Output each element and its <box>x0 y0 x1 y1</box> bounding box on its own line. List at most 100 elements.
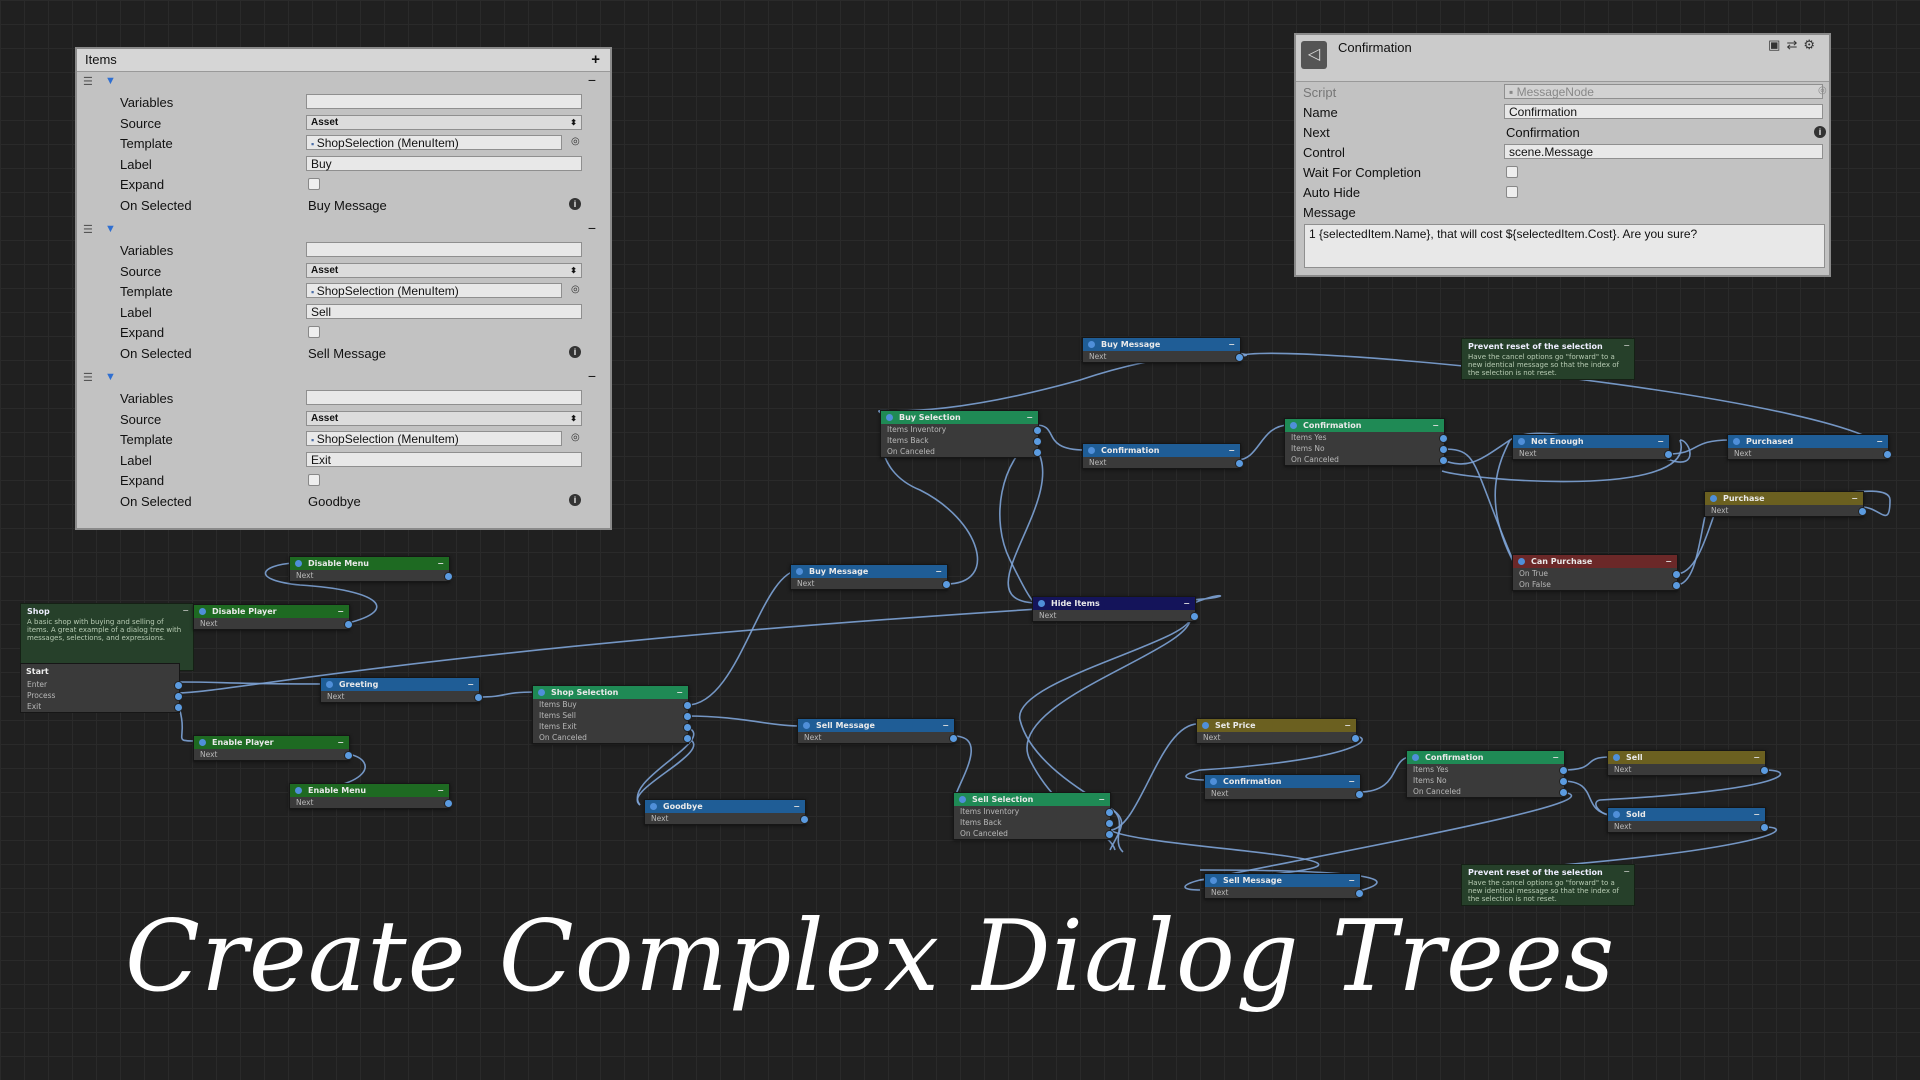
port-connector[interactable] <box>1105 819 1114 828</box>
info-icon[interactable]: i <box>569 197 581 210</box>
node-port[interactable]: Next <box>1608 764 1769 775</box>
port-connector[interactable] <box>1105 808 1114 817</box>
remove-item-button[interactable]: − <box>587 368 596 384</box>
node-port[interactable]: Items Back <box>881 435 1042 446</box>
node-port[interactable]: Next <box>791 578 951 589</box>
collapse-icon[interactable]: − <box>1623 341 1630 350</box>
shop-note[interactable]: Shop − A basic shop with buying and sell… <box>20 603 194 671</box>
port-connector[interactable] <box>1672 581 1681 590</box>
port-connector[interactable] <box>174 681 183 690</box>
buy-selection-node[interactable]: Buy Selection− Items Inventory Items Bac… <box>880 410 1042 458</box>
node-port[interactable]: On False <box>1513 579 1681 590</box>
preset-icon[interactable]: ⇄ <box>1786 37 1804 52</box>
port-connector[interactable] <box>1559 766 1568 775</box>
node-port[interactable]: On Canceled <box>533 732 692 743</box>
drag-handle-icon[interactable]: ☰ <box>83 224 93 236</box>
label-field[interactable]: Exit <box>306 451 582 467</box>
confirmation-selection-node[interactable]: Confirmation− Items Yes Items No On Canc… <box>1284 418 1448 466</box>
port-connector[interactable] <box>1351 734 1360 743</box>
node-port[interactable]: Items Yes <box>1407 764 1568 775</box>
object-picker-icon[interactable]: ◎ <box>571 284 580 295</box>
node-port[interactable]: Exit <box>21 701 183 712</box>
node-port[interactable]: On Canceled <box>881 446 1042 457</box>
expand-checkbox[interactable] <box>308 474 320 486</box>
variables-field[interactable] <box>306 94 582 109</box>
collapse-icon[interactable]: − <box>1552 753 1559 762</box>
port-connector[interactable] <box>1355 889 1364 898</box>
collapse-icon[interactable]: − <box>1851 494 1858 503</box>
port-connector[interactable] <box>444 799 453 808</box>
expand-triangle-icon[interactable]: ▼ <box>105 75 116 87</box>
port-connector[interactable] <box>1033 426 1042 435</box>
node-port[interactable]: Next <box>194 618 353 629</box>
collapse-icon[interactable]: − <box>337 607 344 616</box>
hide-items-node[interactable]: Hide Items− Next <box>1032 596 1199 622</box>
collapse-icon[interactable]: − <box>437 786 444 795</box>
port-connector[interactable] <box>1439 434 1448 443</box>
node-port[interactable]: Next <box>1197 732 1360 743</box>
port-connector[interactable] <box>1235 353 1244 362</box>
node-port[interactable]: On Canceled <box>1285 454 1448 465</box>
node-port[interactable]: Items Yes <box>1285 432 1448 443</box>
help-book-icon[interactable]: ▣ <box>1768 37 1787 52</box>
remove-item-button[interactable]: − <box>587 220 596 236</box>
purchased-node[interactable]: Purchased− Next <box>1727 434 1892 460</box>
node-port[interactable]: On Canceled <box>1407 786 1568 797</box>
source-dropdown[interactable]: Asset⬍ <box>306 262 582 278</box>
node-port[interactable]: Process <box>21 690 183 701</box>
collapse-icon[interactable]: − <box>1098 795 1105 804</box>
collapse-icon[interactable]: − <box>437 559 444 568</box>
auto-hide-checkbox[interactable] <box>1506 186 1518 198</box>
gear-icon[interactable]: ⚙ <box>1803 37 1821 52</box>
confirmation-node[interactable]: Confirmation− Next <box>1204 774 1364 800</box>
node-port[interactable]: Next <box>290 570 453 581</box>
expand-triangle-icon[interactable]: ▼ <box>105 223 116 235</box>
label-field[interactable]: Buy <box>306 155 582 171</box>
port-connector[interactable] <box>1033 437 1042 446</box>
port-connector[interactable] <box>1033 448 1042 457</box>
enable-player-node[interactable]: Enable Player− Next <box>193 735 353 761</box>
node-port[interactable]: Items Exit <box>533 721 692 732</box>
collapse-icon[interactable]: − <box>793 802 800 811</box>
node-port[interactable]: Next <box>645 813 809 824</box>
control-field[interactable]: scene.Message <box>1504 144 1823 159</box>
collapse-icon[interactable]: − <box>1623 867 1630 876</box>
template-field[interactable]: ▪ ShopSelection (MenuItem) <box>306 135 562 150</box>
goodbye-node[interactable]: Goodbye− Next <box>644 799 809 825</box>
greeting-node[interactable]: Greeting− Next <box>320 677 483 703</box>
port-connector[interactable] <box>683 712 692 721</box>
variables-field[interactable] <box>306 390 582 405</box>
port-connector[interactable] <box>1105 830 1114 839</box>
prevent-reset-note[interactable]: Prevent reset of the selection − Have th… <box>1461 338 1635 380</box>
sell-message-node[interactable]: Sell Message− Next <box>797 718 958 744</box>
port-connector[interactable] <box>942 580 951 589</box>
port-connector[interactable] <box>1858 507 1867 516</box>
collapse-icon[interactable]: − <box>337 738 344 747</box>
port-connector[interactable] <box>1760 766 1769 775</box>
collapse-icon[interactable]: − <box>1348 876 1355 885</box>
node-port[interactable]: Next <box>1033 610 1199 621</box>
node-port[interactable]: Items Back <box>954 817 1114 828</box>
remove-item-button[interactable]: − <box>587 72 596 88</box>
port-connector[interactable] <box>1760 823 1769 832</box>
port-connector[interactable] <box>1190 612 1199 621</box>
node-port[interactable]: Next <box>798 732 958 743</box>
source-dropdown[interactable]: Asset⬍ <box>306 410 582 426</box>
set-price-node[interactable]: Set Price− Next <box>1196 718 1360 744</box>
port-connector[interactable] <box>474 693 483 702</box>
info-icon[interactable]: i <box>1814 126 1826 138</box>
port-connector[interactable] <box>683 734 692 743</box>
port-connector[interactable] <box>1559 788 1568 797</box>
expand-triangle-icon[interactable]: ▼ <box>105 371 116 383</box>
port-connector[interactable] <box>1439 445 1448 454</box>
sell-selection-node[interactable]: Sell Selection− Items Inventory Items Ba… <box>953 792 1114 840</box>
node-port[interactable]: Next <box>321 691 483 702</box>
collapse-icon[interactable]: − <box>1183 599 1190 608</box>
port-connector[interactable] <box>800 815 809 824</box>
collapse-icon[interactable]: − <box>1228 446 1235 455</box>
start-node[interactable]: Start Enter Process Exit <box>20 663 183 713</box>
node-port[interactable]: Next <box>1728 448 1892 459</box>
port-connector[interactable] <box>344 751 353 760</box>
not-enough-node[interactable]: Not Enough− Next <box>1512 434 1673 460</box>
node-port[interactable]: Items No <box>1407 775 1568 786</box>
